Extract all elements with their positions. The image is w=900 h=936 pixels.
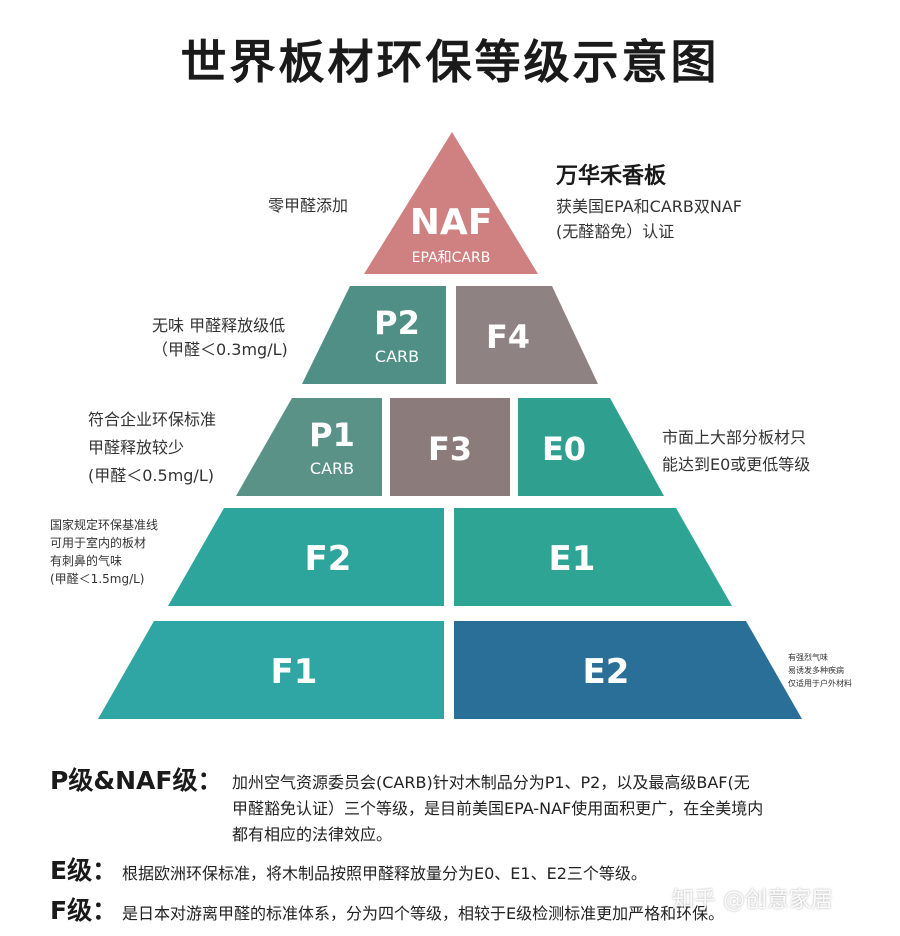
note-e0: 市面上大部分板材只 能达到E0或更低等级	[662, 428, 811, 474]
tier-f2: F2	[168, 508, 444, 606]
tier-naf: NAF EPA和CARB	[364, 132, 538, 274]
note-f2: 国家规定环保基准线 可用于室内的板材 有刺鼻的气味 (甲醛＜1.5mg/L)	[50, 518, 159, 586]
tier-p1-shape	[236, 398, 382, 496]
tier-f2-shape	[168, 508, 444, 606]
page-title: 世界板材环保等级示意图	[180, 35, 720, 89]
tier-f4-shape	[456, 286, 598, 384]
note-e2: 有强烈气味 易诱发多种疾病 仅适用于户外材料	[788, 653, 852, 688]
explanation-label: P级&NAF级：	[50, 766, 223, 795]
tier-naf-shape	[364, 132, 538, 274]
tier-e1-label: E1	[549, 539, 596, 579]
tier-e1-shape	[454, 508, 732, 606]
tier-f4: F4	[456, 286, 598, 384]
note-p2: 无味 甲醛释放级低 （甲醛＜0.3mg/L)	[152, 316, 288, 359]
tier-p1-sublabel: CARB	[310, 459, 354, 478]
explanation-label: E级：	[50, 856, 118, 885]
note-naf: 零甲醛添加	[268, 196, 349, 215]
explanation-label: F级：	[50, 896, 118, 925]
tier-p2-sublabel: CARB	[375, 347, 419, 366]
tier-f2-label: F2	[305, 539, 352, 579]
tier-naf-label: NAF	[410, 202, 493, 243]
tier-f1-label: F1	[271, 652, 318, 692]
tier-f3: F3	[390, 398, 510, 496]
explanation-text: 加州空气资源委员会(CARB)针对木制品分为P1、P2，以及最高级BAF(无 甲…	[232, 773, 764, 844]
explanation-text: 根据欧洲环保标准，将木制品按照甲醛释放量分为E0、E1、E2三个等级。	[122, 864, 647, 883]
brand-title: 万华禾香板	[556, 164, 667, 189]
tier-f3-label: F3	[428, 430, 472, 468]
tier-e2: E2	[454, 621, 802, 719]
tier-p2-shape	[302, 286, 446, 384]
explanation-text: 是日本对游离甲醛的标准体系，分为四个等级，相较于E级检测标准更加严格和环保。	[122, 904, 725, 923]
tier-e2-label: E2	[583, 652, 630, 692]
tier-f1: F1	[98, 621, 444, 719]
tier-f3-shape	[390, 398, 510, 496]
tier-p2-label: P2	[374, 304, 420, 342]
tier-e0-label: E0	[542, 430, 586, 468]
tier-f1-shape	[98, 621, 444, 719]
tier-naf-sublabel: EPA和CARB	[412, 250, 491, 266]
tier-f4-label: F4	[486, 318, 530, 356]
watermark: 知乎 @创意家居	[672, 888, 833, 913]
tier-e0: E0	[518, 398, 664, 496]
tier-e0-shape	[518, 398, 664, 496]
tier-e1: E1	[454, 508, 732, 606]
note-p1: 符合企业环保标准 甲醛释放较少 (甲醛＜0.5mg/L)	[88, 410, 217, 485]
tier-p1-label: P1	[309, 416, 355, 454]
brand-description: 获美国EPA和CARB双NAF (无醛豁免）认证	[556, 197, 743, 241]
tier-e2-shape	[454, 621, 802, 719]
